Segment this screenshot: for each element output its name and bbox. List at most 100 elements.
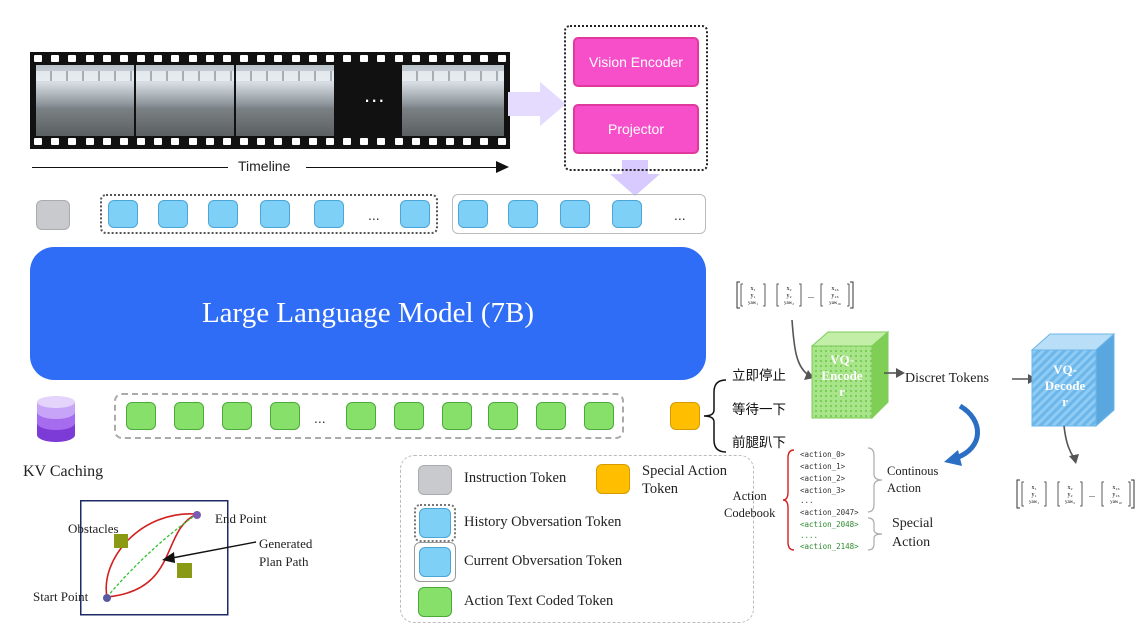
decoder-to-matrix-arrow <box>1063 425 1079 464</box>
history-token <box>260 200 290 228</box>
film-sprockets-top <box>34 55 506 63</box>
vq-encoder-cube <box>810 330 890 420</box>
encoder-to-tokens-arrow <box>884 368 905 378</box>
action-ellipsis: ... <box>314 410 326 426</box>
video-frame-2 <box>136 65 234 136</box>
bottom-matrix-cell: yaw₂ <box>1065 500 1075 505</box>
special-action-label: Special Action <box>892 516 934 550</box>
legend-action-swatch <box>418 587 452 617</box>
current-token <box>508 200 538 228</box>
codebook-special-entry: <action_2048> <box>800 520 859 529</box>
codebook-entry: <action_3> <box>800 486 846 495</box>
history-token <box>400 200 430 228</box>
legend-action-label: Action Text Coded Token <box>464 593 614 609</box>
plan-path-figure <box>80 500 229 616</box>
bottom-matrix-cell: y₂ <box>1067 492 1072 498</box>
top-matrix-ellipsis: ... <box>808 291 814 300</box>
film-sprockets-bottom <box>34 138 506 146</box>
top-matrix-cell: x₁₆ <box>831 286 838 292</box>
legend-history-swatch <box>419 508 451 538</box>
legend-current-frame <box>414 542 456 582</box>
action-token <box>442 402 472 430</box>
kv-caching-label: KV Caching <box>23 463 104 480</box>
video-frame-1 <box>36 65 134 136</box>
continuous-action-brace <box>867 447 883 513</box>
vq-decoder-cube <box>1030 332 1116 428</box>
current-token <box>560 200 590 228</box>
film-ellipsis: ... <box>364 82 386 107</box>
top-matrix-cell: yaw₁₆ <box>829 301 841 306</box>
instruction-token <box>36 200 70 230</box>
bottom-matrix-cell: y₁ <box>1031 492 1036 498</box>
action-token <box>270 402 300 430</box>
codebook-entry: <action_0> <box>800 450 846 459</box>
action-codebook-label: Action Codebook <box>724 489 776 520</box>
current-token <box>612 200 642 228</box>
legend-instruction-label: Instruction Token <box>464 470 567 486</box>
timeline-line-left <box>32 167 228 168</box>
bottom-matrix-cell: yaw₁₆ <box>1110 500 1122 505</box>
trajectory-matrix-top: x₁ y₁ yaw₁ x₂ y₂ yaw₂ ... x₁₆ y₁₆ yaw₁₆ <box>736 281 854 309</box>
codebook-special-entry: <action_2148> <box>800 542 859 551</box>
codebook-entry: <action_2> <box>800 474 846 483</box>
command-wait: 等待一下 <box>732 402 786 418</box>
top-matrix-cell: yaw₂ <box>784 301 794 306</box>
video-frame-3 <box>236 65 334 136</box>
timeline-label: Timeline <box>238 158 291 174</box>
current-observation-tokens <box>452 194 706 234</box>
video-film-strip: ... <box>30 52 510 149</box>
history-token <box>314 200 344 228</box>
history-observation-tokens <box>100 194 438 234</box>
codebook-entry: ... <box>800 496 814 505</box>
codebook-red-brace <box>782 449 795 551</box>
command-lie-down: 前腿趴下 <box>732 435 786 451</box>
top-matrix-cell: x₁ <box>750 286 755 292</box>
database-icon <box>37 396 75 442</box>
history-token <box>208 200 238 228</box>
top-matrix-cell: yaw₁ <box>748 301 758 306</box>
vq-decoder-label: VQ- Decode r <box>1044 362 1086 409</box>
history-token <box>158 200 188 228</box>
bottom-matrix-cell: x₁ <box>1031 485 1036 491</box>
top-matrix-cell: y₁ <box>750 293 755 299</box>
action-token-sequence <box>114 393 624 439</box>
action-token <box>174 402 204 430</box>
action-token <box>222 402 252 430</box>
action-token <box>488 402 518 430</box>
discrete-tokens-label: Discret Tokens <box>905 371 989 386</box>
action-token <box>536 402 566 430</box>
vision-module-box <box>564 25 708 171</box>
continuous-action-label: Continous Action <box>887 464 939 495</box>
bottom-matrix-cell: yaw₁ <box>1029 500 1039 505</box>
bottom-matrix-cell: x₁₆ <box>1112 485 1119 491</box>
top-matrix-cell: x₂ <box>786 286 791 292</box>
commands-bracket <box>703 379 727 453</box>
bottom-matrix-cell: y₁₆ <box>1112 492 1119 498</box>
end-point-label: End Point <box>215 511 267 526</box>
action-token <box>584 402 614 430</box>
legend-special-action-label: Special Action Token <box>642 463 727 497</box>
vq-encoder-label: VQ- Encode r <box>821 352 863 399</box>
top-matrix-cell: y₂ <box>786 293 791 299</box>
current-token <box>458 200 488 228</box>
legend-current-swatch <box>419 547 451 577</box>
legend-box <box>400 455 754 623</box>
action-token <box>126 402 156 430</box>
projector-block: Projector <box>573 104 699 154</box>
current-ellipsis: ... <box>674 207 686 223</box>
codebook-entry: <action_2047> <box>800 508 859 517</box>
plan-path-arrow <box>162 541 257 563</box>
generated-plan-path-label: Generated Plan Path <box>259 536 313 569</box>
codebook-entry: <action_1> <box>800 462 846 471</box>
video-frame-last <box>402 65 504 136</box>
action-token <box>346 402 376 430</box>
obstacles-label: Obstacles <box>68 521 119 536</box>
legend-special-action-swatch <box>596 464 630 494</box>
command-stop: 立即停止 <box>732 368 786 384</box>
codebook-return-arrow <box>944 403 980 466</box>
large-language-model-block: Large Language Model (7B) <box>30 247 706 380</box>
special-action-brace <box>867 517 883 551</box>
film-to-encoder-arrow <box>508 82 566 126</box>
timeline-arrowhead <box>496 161 509 173</box>
trajectory-matrix-bottom: x₁ y₁ yaw₁ x₂ y₂ yaw₂ ... x₁₆ y₁₆ yaw₁₆ <box>1016 479 1135 509</box>
